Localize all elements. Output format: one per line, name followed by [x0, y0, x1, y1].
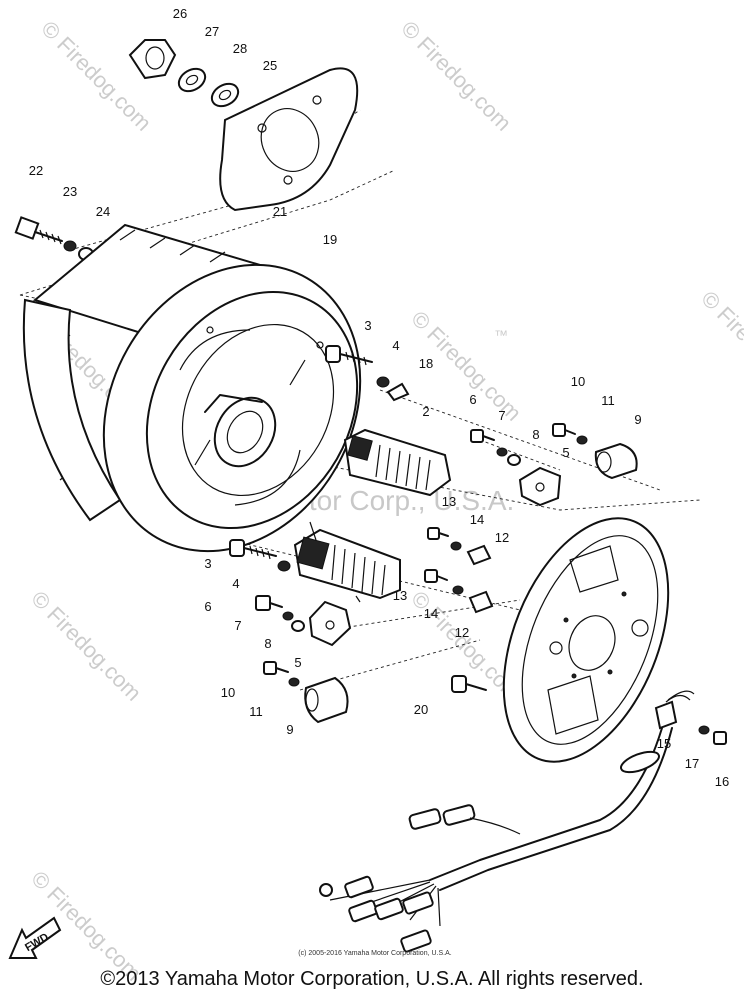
wiring-harness [319, 727, 673, 953]
part-18-clip [386, 382, 410, 402]
watermark-2: © Firedog.com [396, 16, 516, 136]
callout-8: 8 [532, 427, 539, 442]
callout-18: 18 [419, 356, 433, 371]
callout-12: 12 [495, 530, 509, 545]
part-26-nut [128, 39, 177, 80]
part-11-washer-lower [288, 677, 300, 687]
callout-19: 19 [323, 232, 337, 247]
small-credit: (c) 2005-2016 Yamaha Motor Corporation, … [298, 950, 452, 957]
part-2-coil-lower [293, 521, 401, 603]
callout-10: 10 [221, 685, 235, 700]
callout-6: 6 [204, 599, 211, 614]
part-14-washer-upper [450, 541, 462, 551]
part-6-screw-upper [470, 429, 495, 443]
callout-13: 13 [393, 588, 407, 603]
watermark-1: © Firedog.com [36, 16, 156, 136]
callout-28: 28 [233, 41, 247, 56]
part-15-grommet [654, 690, 695, 730]
callout-3: 3 [204, 556, 211, 571]
part-7-lockwasher-lower [282, 611, 294, 621]
part-8-washer-lower [291, 620, 305, 632]
callout-17: 17 [685, 756, 699, 771]
callout-4: 4 [392, 338, 399, 353]
callout-2: 2 [422, 404, 429, 419]
callout-9: 9 [286, 722, 293, 737]
part-11-washer-upper [576, 435, 588, 445]
part-13-screw-lower [424, 569, 448, 583]
watermark-tm: ™ [494, 327, 508, 343]
fwd-label: FWD [23, 931, 51, 954]
callout-6: 6 [469, 392, 476, 407]
callout-11: 11 [601, 393, 615, 408]
part-10-screw-lower [263, 661, 289, 675]
callout-21: 21 [273, 204, 287, 219]
callout-27: 27 [205, 24, 219, 39]
part-27-washer [177, 67, 207, 93]
part-16-screw [713, 731, 727, 745]
part-7-lockwasher-upper [496, 447, 508, 457]
part-6-screw-lower [255, 595, 283, 611]
callout-24: 24 [96, 204, 110, 219]
copyright-notice: ©2013 Yamaha Motor Corporation, U.S.A. A… [100, 968, 644, 990]
part-9-condenser-upper [594, 442, 638, 480]
part-5-contact-breaker-lower [308, 600, 352, 647]
callout-25: 25 [263, 58, 277, 73]
part-25-plate [219, 67, 359, 212]
part-8-washer-upper [507, 454, 521, 466]
watermark-8: © Firedog.com [696, 286, 744, 406]
callout-10: 10 [571, 374, 585, 389]
watermark-5: © Firedog.com [26, 586, 146, 706]
callout-15: 15 [657, 736, 671, 751]
part-3-screw-lower [229, 539, 277, 560]
callout-26: 26 [173, 6, 187, 21]
part-9-condenser-lower [304, 676, 349, 724]
part-22-bolt [14, 216, 63, 245]
part-4-washer-lower [277, 560, 291, 572]
callout-7: 7 [498, 408, 505, 423]
callout-labels: 26 27 28 25 22 23 24 21 19 3 4 18 10 11 6 7 2 9 8 5 13 14 12 3 4… [29, 6, 729, 789]
callout-8: 8 [264, 636, 271, 651]
part-28-washer [210, 82, 240, 108]
callout-14: 14 [424, 606, 438, 621]
callout-16: 16 [715, 774, 729, 789]
callout-12: 12 [455, 625, 469, 640]
part-20-bolt [451, 675, 487, 693]
callout-5: 5 [294, 655, 301, 670]
callout-22: 22 [29, 163, 43, 178]
callout-9: 9 [634, 412, 641, 427]
callout-4: 4 [232, 576, 239, 591]
stator-base-plate [502, 517, 670, 763]
fwd-arrow: FWD [8, 916, 62, 959]
part-10-screw-upper [552, 423, 576, 437]
part-3-screw-upper [325, 345, 373, 366]
part-13-screw-upper [427, 527, 449, 540]
part-14-washer-lower [452, 585, 464, 595]
callout-3: 3 [364, 318, 371, 333]
callout-23: 23 [63, 184, 77, 199]
callout-7: 7 [234, 618, 241, 633]
callout-14: 14 [470, 512, 484, 527]
part-23-washer [63, 240, 77, 252]
part-4-washer-upper [376, 376, 390, 388]
part-17-washer [698, 725, 710, 735]
part-19-flywheel-rotor [102, 263, 362, 553]
part-12-clip-upper [466, 544, 492, 566]
callout-13: 13 [442, 494, 456, 509]
part-2-coil-upper [343, 428, 452, 497]
callout-5: 5 [562, 445, 569, 460]
part-12-clip-lower [468, 590, 494, 614]
callout-11: 11 [249, 704, 263, 719]
callout-20: 20 [414, 702, 428, 717]
part-5-contact-breaker-upper [518, 466, 562, 507]
